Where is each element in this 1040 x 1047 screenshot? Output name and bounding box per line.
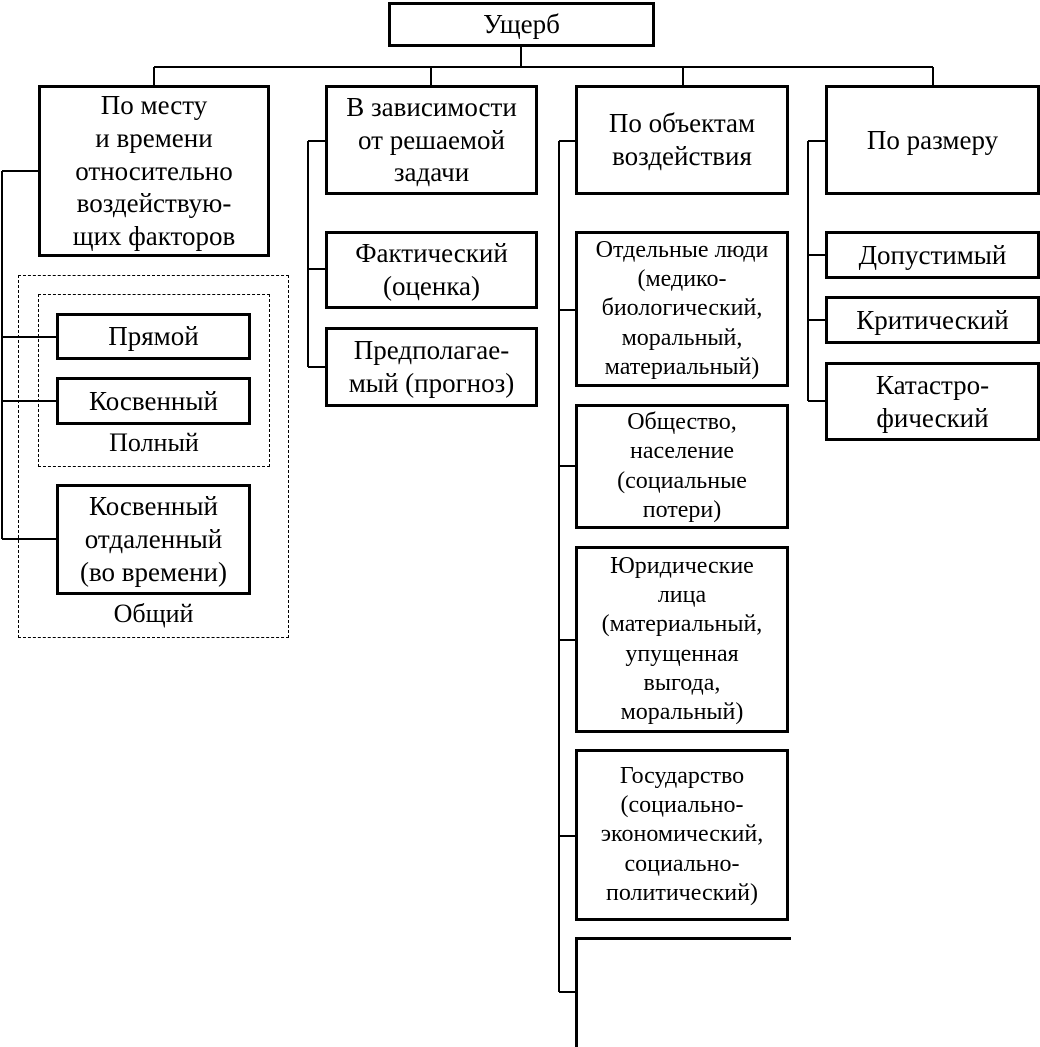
root-label: Ущерб — [483, 9, 560, 40]
item-state: Государство (социально- экономический, с… — [575, 749, 789, 921]
item-indirect: Косвенный — [56, 377, 251, 425]
group-general-label: Общий — [113, 599, 194, 628]
item-truncated-box — [575, 937, 791, 1047]
item-label: Допустимый — [858, 239, 1007, 270]
item-acceptable: Допустимый — [825, 231, 1040, 279]
item-label: Критический — [856, 304, 1009, 335]
item-label: Отдельные люди (медико- биологический, м… — [595, 236, 769, 380]
item-label: Катастро- фический — [875, 369, 990, 433]
item-label: Государство (социально- экономический, с… — [600, 762, 764, 906]
root-box: Ущерб — [388, 2, 655, 47]
item-label: Прямой — [108, 321, 199, 352]
group-full-label: Полный — [109, 428, 199, 457]
item-label: Косвенный отдаленный (во времени) — [80, 491, 227, 587]
header-label: В зависимости от решаемой задачи — [346, 91, 517, 188]
group-full-frame — [38, 294, 270, 467]
header-by-object: По объектам воздействия — [575, 85, 789, 195]
item-direct: Прямой — [56, 313, 251, 360]
item-actual: Фактический (оценка) — [325, 231, 538, 309]
item-critical: Критический — [825, 296, 1040, 344]
header-label: По размеру — [866, 124, 999, 155]
header-by-place-and-time: По месту и времени относительно воздейст… — [38, 85, 270, 257]
header-label: По месту и времени относительно воздейст… — [72, 89, 236, 252]
item-label: Предполагае- мый (прогноз) — [348, 335, 515, 398]
header-by-size: По размеру — [825, 85, 1040, 195]
item-label: Юридические лица (материальный, упущенна… — [601, 552, 763, 726]
group-general-frame — [18, 275, 289, 638]
item-catastrophic: Катастро- фический — [825, 362, 1040, 441]
header-label: По объектам воздействия — [608, 108, 756, 171]
item-label: Фактический (оценка) — [355, 238, 508, 301]
item-legal-entities: Юридические лица (материальный, упущенна… — [575, 546, 789, 733]
item-predicted: Предполагае- мый (прогноз) — [325, 327, 538, 407]
header-by-task: В зависимости от решаемой задачи — [325, 85, 538, 195]
item-indirect-remote: Косвенный отдаленный (во времени) — [56, 484, 251, 595]
item-label: Косвенный — [89, 385, 218, 416]
item-individuals: Отдельные люди (медико- биологический, м… — [575, 231, 789, 387]
item-label: Общество, население (социальные потери) — [617, 408, 747, 523]
item-society: Общество, население (социальные потери) — [575, 404, 789, 529]
